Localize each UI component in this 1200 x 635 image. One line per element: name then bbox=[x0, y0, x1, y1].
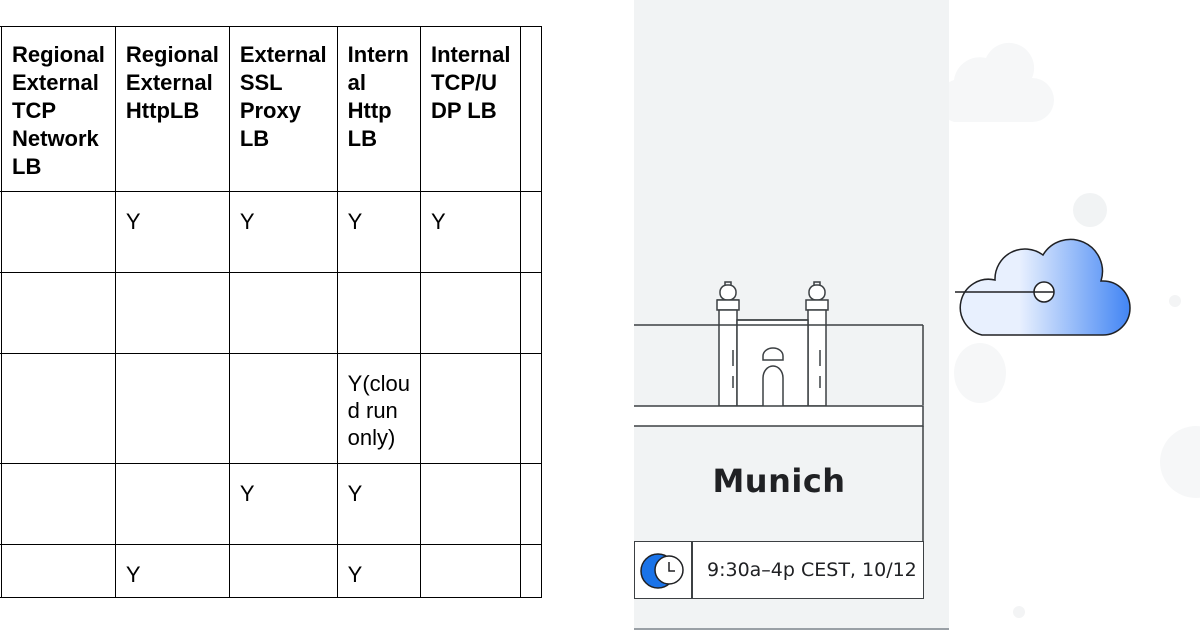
table-cell: Y bbox=[336, 191, 422, 273]
table-cell bbox=[1, 353, 116, 464]
column-header-internal-tcp-udp-lb: Internal TCP/U DP LB bbox=[419, 26, 522, 192]
table-cell bbox=[419, 353, 522, 464]
city-gate-building-icon bbox=[634, 281, 924, 541]
table-cell bbox=[114, 463, 230, 545]
table-cell bbox=[520, 353, 543, 464]
table-header-row: Regional External TCP Network LB Regiona… bbox=[0, 26, 543, 192]
divider bbox=[691, 542, 693, 598]
decorative-panel bbox=[938, 0, 1200, 630]
table-cell bbox=[419, 463, 522, 545]
decorative-bubble bbox=[954, 343, 1006, 403]
table-cell bbox=[228, 353, 338, 464]
table-cell: Y(clou d run only) bbox=[336, 353, 422, 464]
table-cell bbox=[520, 544, 543, 598]
table-row: Y Y bbox=[0, 463, 543, 545]
table-cell bbox=[0, 544, 2, 598]
table-cell bbox=[1, 544, 116, 598]
table-row: Y Y Y Y bbox=[0, 191, 543, 273]
table-cell bbox=[419, 272, 522, 354]
load-balancer-comparison-table: Regional External TCP Network LB Regiona… bbox=[0, 26, 543, 598]
table-cell bbox=[336, 272, 422, 354]
table-cell bbox=[520, 272, 543, 354]
table-cell bbox=[228, 272, 338, 354]
table-cell bbox=[1, 191, 116, 273]
decorative-bubble bbox=[1013, 606, 1025, 618]
table-cell: Y bbox=[114, 544, 230, 598]
table-cell bbox=[1, 272, 116, 354]
load-balancer-table-panel: Regional External TCP Network LB Regiona… bbox=[0, 26, 543, 598]
city-name: Munich bbox=[712, 462, 846, 500]
column-header-regional-external-tcp-network-lb: Regional External TCP Network LB bbox=[1, 26, 116, 192]
cloud-connector-icon bbox=[955, 238, 1131, 336]
decorative-bubble bbox=[1073, 193, 1107, 227]
column-header-regional-external-httplb: Regional External HttpLB bbox=[114, 26, 230, 192]
cloud-decoration bbox=[938, 42, 1200, 618]
session-time: 9:30a–4p CEST, 10/12 bbox=[707, 559, 917, 581]
cloud-icon bbox=[938, 42, 1054, 122]
column-header bbox=[520, 26, 543, 192]
table-row bbox=[0, 272, 543, 354]
divider bbox=[634, 628, 949, 630]
table-cell bbox=[520, 463, 543, 545]
session-time-box: 9:30a–4p CEST, 10/12 bbox=[634, 541, 924, 599]
column-header-external-ssl-proxy-lb: External SSL Proxy LB bbox=[228, 26, 338, 192]
table-cell bbox=[114, 353, 230, 464]
table-cell: Y bbox=[336, 544, 422, 598]
table-cell bbox=[114, 272, 230, 354]
table-cell bbox=[419, 544, 522, 598]
event-card: Munich 9:30a–4p CEST, 10/12 bbox=[634, 0, 949, 630]
table-cell: Y bbox=[228, 463, 338, 545]
table-cell: Y bbox=[114, 191, 230, 273]
column-header-internal-http-lb: Intern al Http LB bbox=[336, 26, 422, 192]
decorative-bubble bbox=[1160, 426, 1200, 498]
moon-clock-icon bbox=[640, 553, 684, 589]
table-cell bbox=[228, 544, 338, 598]
table-cell: Y bbox=[336, 463, 422, 545]
table-cell: Y bbox=[228, 191, 338, 273]
table-cell bbox=[1, 463, 116, 545]
table-cell: Y bbox=[419, 191, 522, 273]
table-cell bbox=[520, 191, 543, 273]
table-row: Y(clou d run only) bbox=[0, 353, 543, 464]
decorative-bubble bbox=[1169, 295, 1181, 307]
table-row: Y Y bbox=[0, 544, 543, 598]
